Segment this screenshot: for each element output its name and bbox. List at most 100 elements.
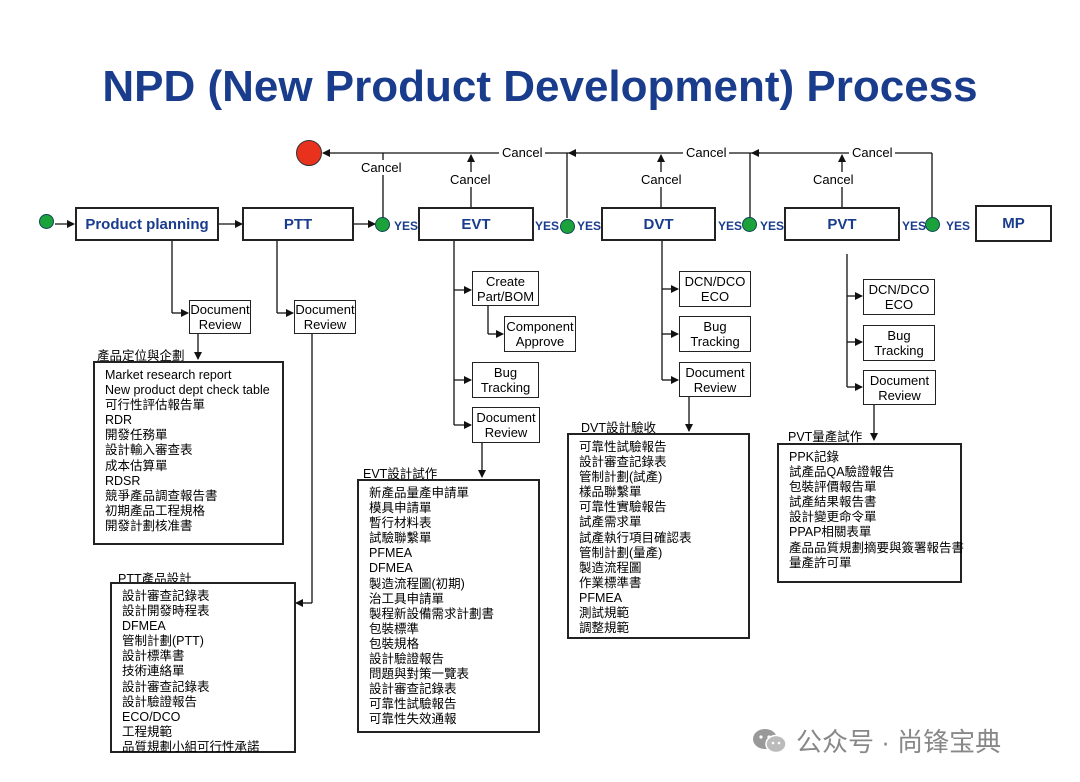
list-item: 可靠性失效通報 bbox=[369, 712, 457, 727]
list-item: 管制計劃(試產) bbox=[579, 470, 663, 485]
list-item: 技術連絡單 bbox=[122, 664, 185, 679]
list-item: 成本估算單 bbox=[105, 458, 168, 473]
list-item: DFMEA bbox=[369, 561, 413, 576]
yes-label: YES bbox=[946, 219, 971, 233]
list-item: 工程規範 bbox=[122, 724, 173, 739]
dvt-bug-tracking-box: Bug Tracking bbox=[679, 316, 751, 352]
list-item: PFMEA bbox=[369, 546, 413, 561]
list-item: RDR bbox=[105, 413, 133, 428]
list-item: 設計審查記錄表 bbox=[579, 455, 667, 470]
list-item: 設計審查記錄表 bbox=[369, 682, 457, 697]
list-item: 可靠性試驗報告 bbox=[579, 440, 667, 454]
cancel-label: Cancel bbox=[447, 172, 494, 187]
list-item: 設計開發時程表 bbox=[122, 604, 210, 619]
pp-document-review-box: Document Review bbox=[189, 300, 251, 334]
yes-label: YES bbox=[902, 219, 927, 233]
watermark-text: 公众号 · 尚锋宝典 bbox=[796, 727, 1002, 757]
dvt-document-review-box: Document Review bbox=[679, 362, 751, 397]
dvt-document-list: 可靠性試驗報告設計審查記錄表管制計劃(試產)樣品聯繫單可靠性實驗報告試產需求單試… bbox=[567, 433, 750, 639]
cancel-label: Cancel bbox=[499, 145, 546, 160]
list-item: New product dept check table bbox=[105, 383, 270, 398]
list-item: 治工具申請單 bbox=[369, 591, 445, 606]
list-item: 製程新設備需求計劃書 bbox=[369, 606, 495, 621]
pvt-dcn-dco-eco-box: DCN/DCO ECO bbox=[863, 279, 935, 315]
list-item: PFMEA bbox=[579, 590, 623, 605]
list-item: 產品品質規劃摘要與簽署報告書 bbox=[789, 540, 965, 555]
list-item: 設計驗證報告 bbox=[369, 652, 445, 667]
list-item: 模具申請單 bbox=[369, 501, 432, 516]
list-item: 初期產品工程規格 bbox=[105, 503, 206, 518]
evt-component-approve-box: Component Approve bbox=[504, 316, 576, 352]
list-item: PPAP相關表單 bbox=[789, 525, 872, 540]
cancel-label: Cancel bbox=[810, 172, 857, 187]
cancel-label: Cancel bbox=[358, 160, 405, 175]
list-item: 暫行材料表 bbox=[369, 516, 432, 531]
list-item: 包裝評價報告單 bbox=[789, 480, 877, 495]
page-title: NPD (New Product Development) Process bbox=[102, 62, 978, 111]
list-item: 試產結果報告書 bbox=[789, 495, 877, 510]
yes-label: YES bbox=[718, 219, 743, 233]
pvt-list-title: PVT量產試作 bbox=[788, 430, 863, 444]
wechat-icon bbox=[753, 728, 787, 753]
list-item: Market research report bbox=[105, 368, 232, 382]
gate-pvt-mp bbox=[925, 217, 940, 232]
stage-product-planning: Product planning bbox=[75, 207, 219, 241]
stage-pvt: PVT bbox=[784, 207, 900, 241]
yes-label: YES bbox=[394, 219, 419, 233]
ptt-document-review-box: Document Review bbox=[294, 300, 356, 334]
list-item: 設計審查記錄表 bbox=[122, 679, 210, 694]
list-item: 品質規劃小組可行性承諾 bbox=[122, 739, 260, 754]
list-item: 調整規範 bbox=[579, 621, 630, 636]
cancel-label: Cancel bbox=[683, 145, 730, 160]
cancel-label: Cancel bbox=[849, 145, 896, 160]
list-item: 設計變更命令單 bbox=[789, 510, 877, 525]
gate-ptt-evt bbox=[375, 217, 390, 232]
list-item: 開發任務單 bbox=[105, 428, 168, 443]
list-item: 競爭產品調查報告書 bbox=[105, 488, 218, 503]
cancel-label: Cancel bbox=[638, 172, 685, 187]
list-item: 新產品量產申請單 bbox=[369, 486, 470, 500]
gate-evt-dvt bbox=[560, 219, 575, 234]
dvt-dcn-dco-eco-box: DCN/DCO ECO bbox=[679, 271, 751, 307]
list-item: 可靠性試驗報告 bbox=[369, 697, 457, 712]
list-item: 包裝規格 bbox=[369, 636, 420, 651]
pvt-bug-tracking-box: Bug Tracking bbox=[863, 325, 935, 361]
cancel-end-node bbox=[296, 140, 322, 166]
evt-bug-tracking-box: Bug Tracking bbox=[472, 362, 539, 398]
pvt-document-review-box: Document Review bbox=[863, 370, 936, 405]
list-item: 包裝標準 bbox=[369, 621, 420, 636]
start-node bbox=[39, 214, 54, 229]
list-item: 設計驗證報告 bbox=[122, 694, 198, 709]
yes-label: YES bbox=[535, 219, 560, 233]
list-item: DFMEA bbox=[122, 619, 166, 634]
stage-dvt: DVT bbox=[601, 207, 716, 241]
yes-label: YES bbox=[760, 219, 785, 233]
list-item: 作業標準書 bbox=[579, 575, 642, 590]
list-item: 設計標準書 bbox=[122, 649, 185, 664]
list-item: 量產許可單 bbox=[789, 555, 852, 570]
list-item: 設計輸入審查表 bbox=[105, 443, 193, 458]
stage-evt: EVT bbox=[418, 207, 534, 241]
watermark: 公众号 · 尚锋宝典 bbox=[752, 722, 1001, 759]
list-item: 製造流程圖(初期) bbox=[369, 576, 465, 591]
pp-list-title: 產品定位與企劃 bbox=[97, 349, 185, 363]
gate-dvt-pvt bbox=[742, 217, 757, 232]
list-item: ECO/DCO bbox=[122, 709, 181, 724]
list-item: 樣品聯繫單 bbox=[579, 485, 642, 500]
list-item: 試產需求單 bbox=[579, 515, 642, 530]
list-item: 試產執行項目確認表 bbox=[579, 530, 692, 545]
list-item: 試產品QA驗證報告 bbox=[789, 465, 895, 480]
evt-create-part-box: Create Part/BOM bbox=[472, 271, 539, 306]
yes-label: YES bbox=[577, 219, 602, 233]
list-item: 開發計劃核准書 bbox=[105, 518, 193, 533]
list-item: 製造流程圖 bbox=[579, 560, 642, 575]
list-item: 測試規範 bbox=[579, 606, 630, 621]
list-item: RDSR bbox=[105, 473, 141, 488]
list-item: 管制計劃(量產) bbox=[579, 545, 663, 560]
stage-mp: MP bbox=[975, 205, 1052, 242]
list-item: 管制計劃(PTT) bbox=[122, 634, 204, 649]
list-item: 設計審查記錄表 bbox=[122, 589, 210, 603]
